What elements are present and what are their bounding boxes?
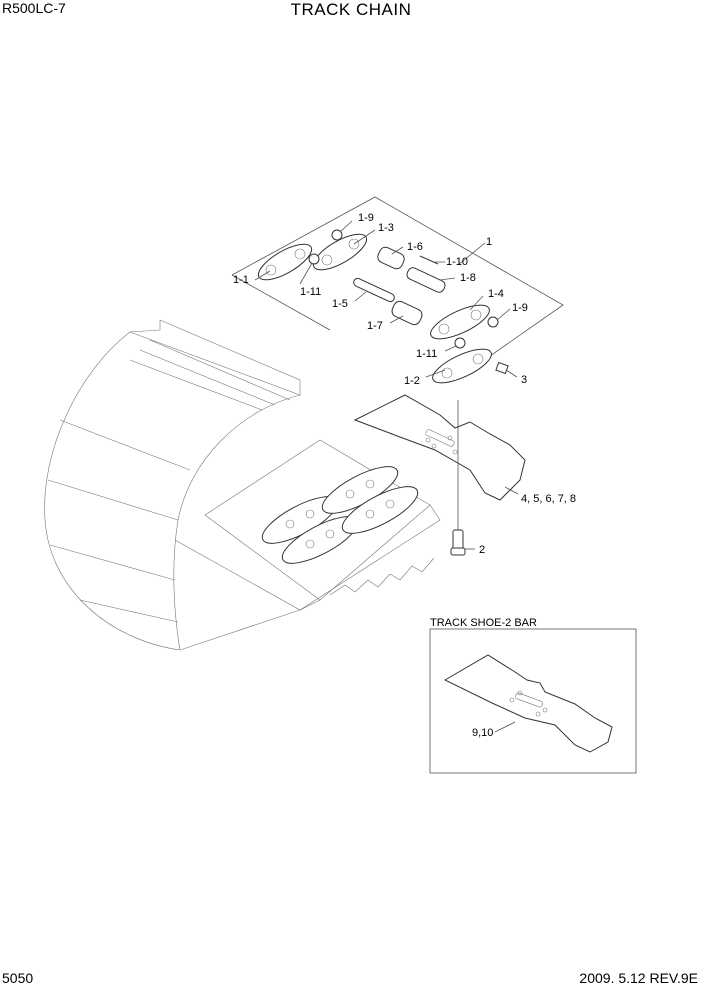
callout-2: 2 bbox=[479, 544, 485, 556]
pins-and-bushings bbox=[308, 229, 509, 375]
pin-1-10 bbox=[419, 255, 439, 265]
seal-1-11b bbox=[454, 337, 466, 349]
callout-1-4: 1-4 bbox=[488, 288, 504, 300]
pin-1-5 bbox=[353, 277, 395, 303]
callout-1-8: 1-8 bbox=[460, 272, 476, 284]
seal-1-9b bbox=[487, 316, 499, 328]
link-1-3 bbox=[312, 233, 368, 271]
callout-9-10: 9,10 bbox=[472, 727, 493, 739]
link-1-4 bbox=[430, 304, 490, 340]
callout-1-11: 1-11 bbox=[300, 286, 321, 298]
callout-1-9: 1-9 bbox=[358, 212, 374, 224]
bushing-1-6 bbox=[377, 246, 405, 270]
link-1-2 bbox=[432, 348, 492, 384]
link-1-1 bbox=[257, 243, 313, 281]
track-loop-drawing bbox=[44, 319, 441, 651]
leader-lines bbox=[254, 220, 519, 550]
callout-3: 3 bbox=[521, 374, 527, 386]
callout-1: 1 bbox=[486, 236, 492, 248]
seal-1-9 bbox=[331, 229, 343, 241]
inset-track-shoe-2-bar: TRACK SHOE-2 BAR 9,10 bbox=[429, 617, 637, 774]
callout-1-7: 1-7 bbox=[367, 320, 383, 332]
callout-labels: 1-9 1-3 1-1 1-11 1-6 1-10 1 1-8 1-5 1-7 … bbox=[233, 212, 576, 556]
inset-label: TRACK SHOE-2 BAR bbox=[430, 617, 537, 629]
page-title: TRACK CHAIN bbox=[290, 0, 412, 19]
exploded-parts-frame bbox=[231, 196, 564, 371]
nut-3 bbox=[495, 361, 509, 375]
revision-date: 2009. 5.12 REV.9E bbox=[579, 970, 698, 986]
callout-4-8: 4, 5, 6, 7, 8 bbox=[521, 493, 576, 505]
shoe-bolt bbox=[450, 400, 466, 556]
callout-1-1: 1-1 bbox=[233, 274, 249, 286]
track-shoe bbox=[353, 394, 526, 501]
callout-1-6: 1-6 bbox=[407, 241, 423, 253]
inset-frame bbox=[429, 628, 637, 774]
bushing-1-7 bbox=[391, 300, 423, 326]
model-name: R500LC-7 bbox=[2, 0, 66, 16]
pin-1-8 bbox=[406, 267, 446, 293]
seal-1-11 bbox=[308, 253, 320, 265]
callout-1-9b: 1-9 bbox=[512, 302, 528, 314]
page-number: 5050 bbox=[2, 970, 34, 986]
callout-1-2: 1-2 bbox=[404, 375, 420, 387]
callout-1-3: 1-3 bbox=[378, 222, 394, 234]
callout-1-5: 1-5 bbox=[332, 298, 348, 310]
callout-1-11b: 1-11 bbox=[416, 348, 437, 360]
callout-1-10: 1-10 bbox=[446, 256, 468, 268]
